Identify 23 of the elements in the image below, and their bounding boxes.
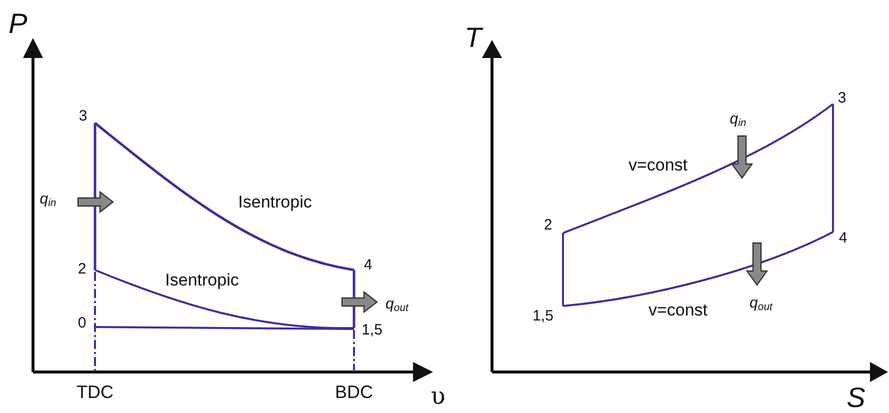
heat-label: q$_{out}$ <box>750 295 772 313</box>
axis-label: υ <box>430 384 446 408</box>
axis-label: P <box>8 10 28 38</box>
axis-label: T <box>464 24 482 52</box>
state-point-label: 1,5 <box>532 308 554 324</box>
state-point-label: 4 <box>364 258 372 272</box>
state-point-label: 3 <box>78 108 88 124</box>
process-label: Isentropic <box>238 194 312 210</box>
state-point-label: 4 <box>838 230 848 246</box>
position-label: BDC <box>335 383 373 401</box>
process-label: v=const <box>628 156 688 174</box>
state-point-label: 0 <box>78 316 86 330</box>
state-point-label: 2 <box>544 218 552 232</box>
process-label: v=const <box>648 302 708 318</box>
state-point-label: 3 <box>838 90 846 106</box>
heat-label: q$_{in}$ <box>730 111 746 129</box>
heat-label: q$_{out}$ <box>386 296 408 314</box>
axis-label: S <box>846 384 866 412</box>
state-point-label: 1,5 <box>362 322 382 338</box>
position-label: TDC <box>76 383 114 401</box>
process-label: Isentropic <box>165 272 239 288</box>
state-point-label: 2 <box>78 262 86 276</box>
heat-label: q$_{in}$ <box>40 191 56 209</box>
